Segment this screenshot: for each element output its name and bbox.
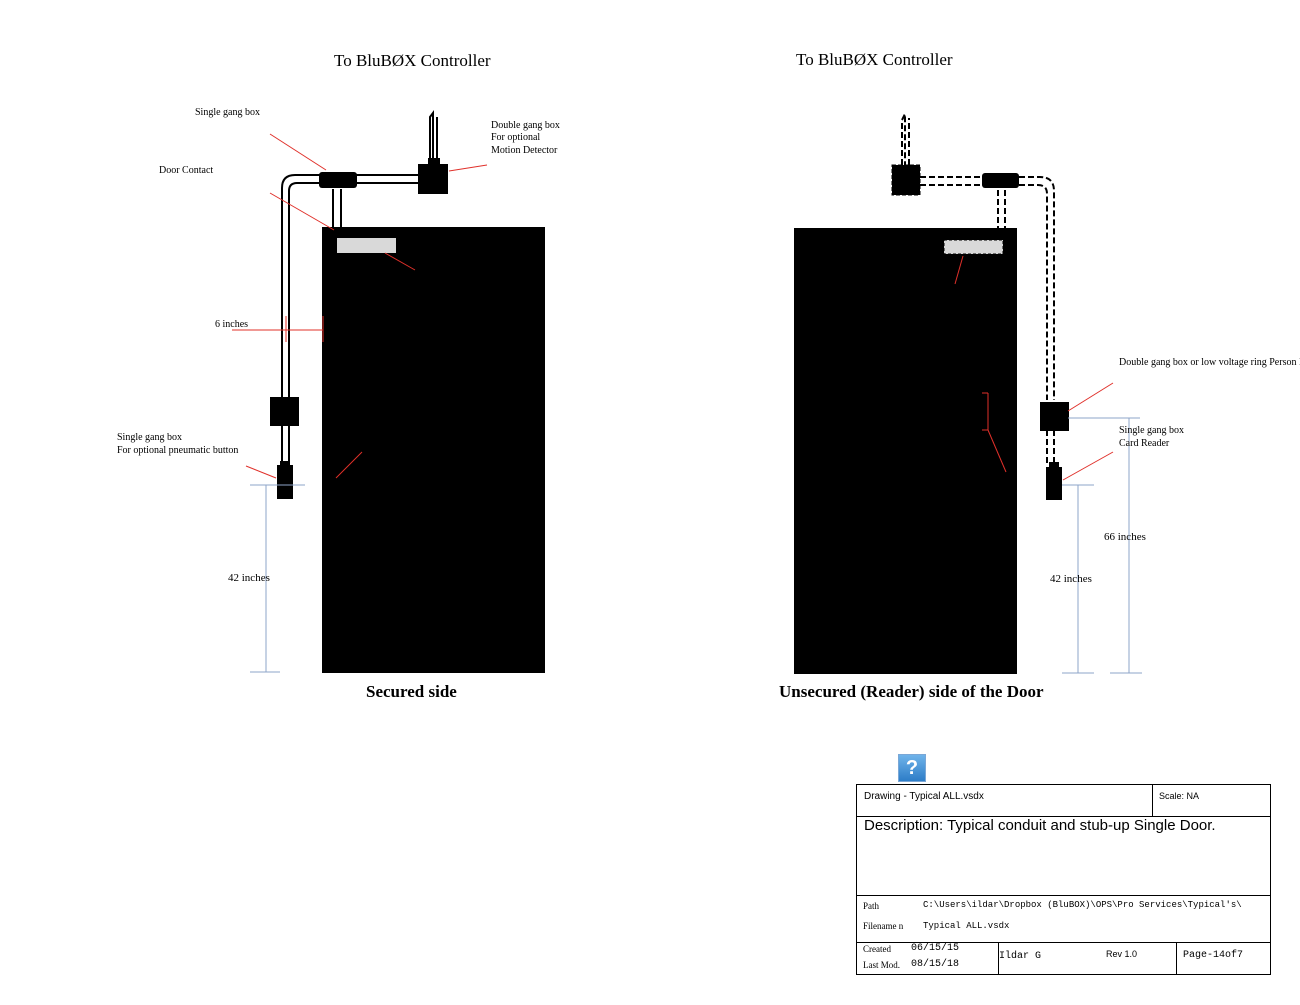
- double-gang-box-reader: [1040, 402, 1069, 431]
- left-controller-heading: To BluBØX Controller: [334, 51, 491, 70]
- author-name: Ildar G: [999, 951, 1042, 962]
- drawing-cell: Drawing - Typical ALL.vsdx: [856, 784, 1153, 817]
- double-gang-box-motion: [418, 164, 448, 194]
- secured-side-caption: Secured side: [366, 682, 457, 701]
- door-contact-plate: [337, 238, 396, 253]
- single-gang-box-top: [319, 172, 357, 188]
- card-reader-box: [1046, 467, 1062, 500]
- lastmod-label: Last Mod.: [863, 960, 900, 970]
- reader-side-plate: [943, 239, 1004, 255]
- title-block: Drawing - Typical ALL.vsdx Scale: NA Des…: [856, 784, 1271, 975]
- path-cell: Path C:\Users\ildar\Dropbox (BluBOX)\OPS…: [856, 895, 1271, 943]
- description-text: Description: Typical conduit and stub-up…: [864, 817, 1216, 834]
- filename-label: Filename n: [863, 921, 904, 931]
- card-reader-label-line1: Single gang box: [1119, 425, 1184, 436]
- description-cell: Description: Typical conduit and stub-up…: [856, 816, 1271, 896]
- created-date: 06/15/15: [911, 943, 960, 954]
- junction-box-left: [270, 397, 299, 426]
- right-controller-heading: To BluBØX Controller: [796, 50, 953, 69]
- created-label: Created: [863, 944, 891, 954]
- dimension-42-left: [250, 484, 305, 673]
- double-gang-label-line2: For optional: [491, 132, 541, 143]
- leader-lines-right: [954, 255, 1114, 481]
- single-gang-box-label: Single gang box: [195, 107, 260, 118]
- page-number: Page-14of7: [1183, 950, 1244, 961]
- scale-cell: Scale: NA: [1152, 784, 1271, 817]
- left-42-inches-label: 42 inches: [228, 572, 270, 584]
- unsecured-conduit-dashed: [901, 113, 1055, 466]
- door-contact-label: Door Contact: [159, 165, 214, 176]
- scale-value: Scale: NA: [1159, 791, 1200, 801]
- page-cell: Page-14of7: [1176, 942, 1271, 975]
- dimension-lines-right: [1062, 417, 1142, 674]
- box-connector: [280, 461, 290, 467]
- lastmod-date: 08/15/18: [911, 959, 960, 970]
- double-gang-label-line3: Motion Detector: [491, 145, 558, 156]
- drawing-name: Drawing - Typical ALL.vsdx: [864, 791, 984, 802]
- double-gang-label-line1: Double gang box: [491, 120, 560, 131]
- secured-door: [322, 227, 545, 673]
- double-gang-box-dashed: [891, 164, 921, 196]
- pneumatic-button-box: [277, 465, 293, 499]
- revision: Rev 1.0: [1106, 949, 1138, 959]
- box-connector: [428, 158, 440, 166]
- right-42-inches-label: 42 inches: [1050, 573, 1092, 585]
- single-gang-box-dashed: [982, 173, 1019, 188]
- pneumatic-label-line2: For optional pneumatic button: [117, 445, 239, 456]
- path-label: Path: [863, 901, 880, 911]
- leader-lines-left: [232, 133, 488, 479]
- right-double-gang-label: Double gang box or low voltage ring Pers…: [1119, 357, 1300, 368]
- filename-value: Typical ALL.vsdx: [923, 921, 1010, 931]
- pneumatic-label-line1: Single gang box: [117, 432, 182, 443]
- box-connector: [1049, 462, 1059, 468]
- unsecured-door: [794, 228, 1017, 674]
- six-inches-label: 6 inches: [215, 319, 249, 330]
- path-value: C:\Users\ildar\Dropbox (BluBOX)\OPS\Pro …: [923, 900, 1242, 910]
- unsecured-side-caption: Unsecured (Reader) side of the Door: [779, 682, 1044, 701]
- sixty-six-inches-label: 66 inches: [1104, 531, 1146, 543]
- dates-cell: Created 06/15/15 Last Mod. 08/15/18: [856, 942, 999, 975]
- author-rev-cell: Ildar G Rev 1.0: [998, 942, 1177, 975]
- card-reader-label-line2: Card Reader: [1119, 438, 1170, 449]
- help-icon[interactable]: ?: [898, 754, 926, 782]
